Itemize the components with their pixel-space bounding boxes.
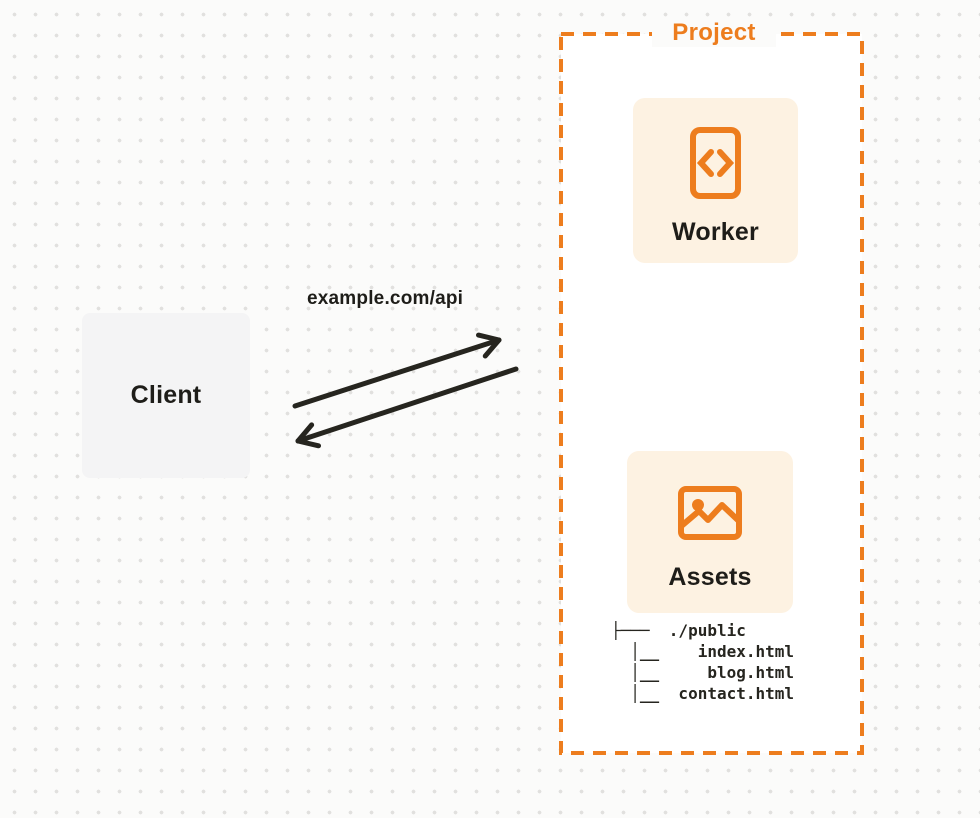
- worker-node: Worker: [633, 98, 798, 263]
- response-arrow: [295, 366, 519, 449]
- client-node: Client: [82, 313, 250, 478]
- request-arrow: [292, 332, 502, 409]
- code-document-icon: [689, 126, 742, 200]
- assets-label: Assets: [668, 563, 752, 591]
- worker-label: Worker: [672, 218, 759, 246]
- image-icon: [677, 485, 743, 541]
- project-label: Project: [652, 19, 776, 47]
- assets-node: Assets: [627, 451, 793, 613]
- request-url-label: example.com/api: [307, 288, 464, 309]
- client-label: Client: [130, 381, 202, 409]
- file-tree: ├─── ./public │__ index.html │__ blog.ht…: [611, 621, 795, 703]
